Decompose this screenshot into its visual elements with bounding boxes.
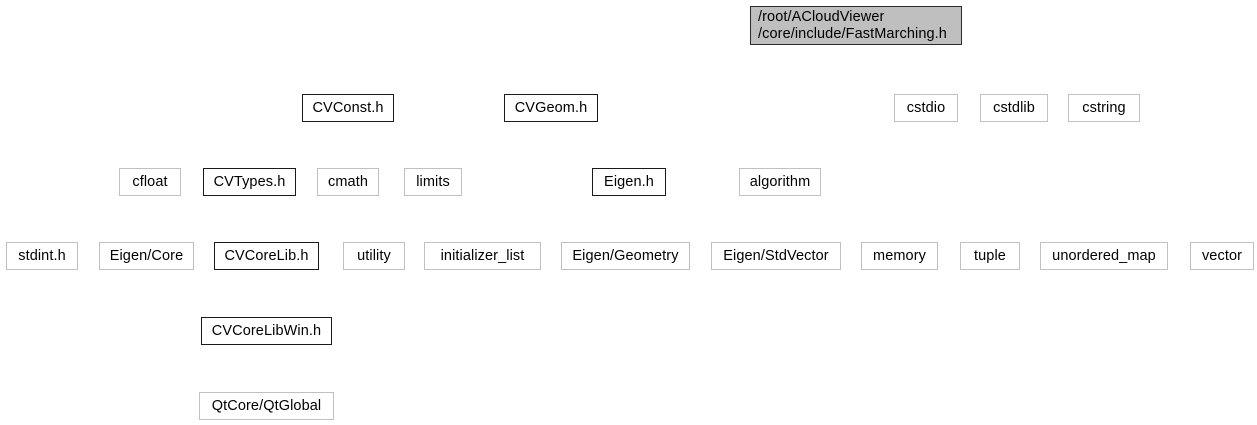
graph-node-eigenstdvec[interactable]: Eigen/StdVector <box>711 242 841 270</box>
graph-node-cstring[interactable]: cstring <box>1068 94 1140 122</box>
graph-node-cvcorelibwin[interactable]: CVCoreLibWin.h <box>201 317 332 345</box>
graph-node-cvconst[interactable]: CVConst.h <box>302 94 394 122</box>
graph-node-cmath[interactable]: cmath <box>317 168 379 196</box>
graph-node-limits[interactable]: limits <box>404 168 462 196</box>
graph-node-utility[interactable]: utility <box>343 242 405 270</box>
graph-node-stdint[interactable]: stdint.h <box>6 242 78 270</box>
graph-node-cfloat[interactable]: cfloat <box>119 168 181 196</box>
graph-node-algorithm[interactable]: algorithm <box>739 168 821 196</box>
graph-node-cvgeom[interactable]: CVGeom.h <box>504 94 598 122</box>
graph-node-cvcorelib[interactable]: CVCoreLib.h <box>214 242 319 270</box>
graph-node-cstdlib[interactable]: cstdlib <box>980 94 1048 122</box>
graph-node-tuple[interactable]: tuple <box>960 242 1020 270</box>
graph-node-root[interactable]: /root/ACloudViewer /core/include/FastMar… <box>750 6 962 45</box>
graph-node-cstdio[interactable]: cstdio <box>894 94 958 122</box>
graph-node-eigen[interactable]: Eigen.h <box>592 168 666 196</box>
graph-node-vector[interactable]: vector <box>1190 242 1254 270</box>
graph-node-qtglobal[interactable]: QtCore/QtGlobal <box>199 392 334 420</box>
graph-node-initializer[interactable]: initializer_list <box>424 242 541 270</box>
graph-node-unordered[interactable]: unordered_map <box>1040 242 1168 270</box>
graph-node-eigencore[interactable]: Eigen/Core <box>99 242 194 270</box>
graph-node-cvtypes[interactable]: CVTypes.h <box>203 168 296 196</box>
graph-node-eigengeom[interactable]: Eigen/Geometry <box>561 242 690 270</box>
graph-node-memory[interactable]: memory <box>861 242 938 270</box>
